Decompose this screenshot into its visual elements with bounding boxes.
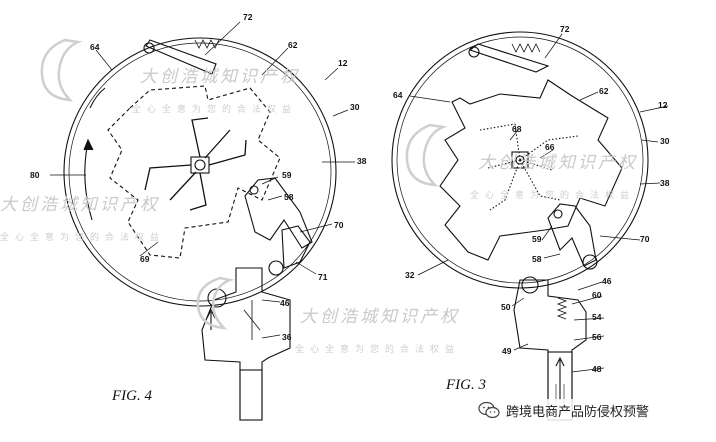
fig4-link-70 [281, 225, 311, 269]
fig3-leaders [409, 33, 669, 373]
fig4-label-59: 59 [282, 170, 292, 180]
fig4-spokes [144, 117, 247, 211]
fig3-label-59: 59 [532, 234, 542, 244]
fig4-leaders [50, 21, 355, 339]
fig3-label-56: 56 [592, 332, 602, 342]
watermark-title-2: 大创浩城知识产权 [0, 195, 160, 215]
fig3-rotor-68 [479, 123, 579, 211]
watermark-logo-2 [405, 123, 448, 187]
fig4-pin-59 [249, 185, 259, 195]
fig3-caption: FIG. 3 [445, 377, 486, 393]
fig4-label-69: 69 [140, 254, 150, 264]
fig4-label-58: 58 [284, 192, 294, 202]
fig3-label-30: 30 [660, 136, 670, 146]
fig4-labels: 72 64 62 12 30 80 38 59 58 70 69 71 46 3… [30, 12, 367, 404]
watermark-logo-3 [196, 276, 235, 330]
fig4-label-64: 64 [90, 42, 100, 52]
fig3-handle-body [513, 279, 587, 421]
fig4-label-62: 62 [288, 40, 298, 50]
fig3-label-64: 64 [393, 90, 403, 100]
fig3-labels: 72 64 62 12 68 66 30 38 59 70 58 32 46 6… [393, 24, 670, 393]
fig3-arm-72 [468, 43, 550, 73]
fig4-hub-center [194, 159, 206, 171]
fig3-spring [511, 43, 541, 53]
fig3-label-66: 66 [545, 142, 555, 152]
fig3-spring-60 [556, 297, 568, 320]
fig4-caption: FIG. 4 [111, 388, 152, 404]
fig4-hub [190, 156, 210, 174]
fig4-label-46: 46 [280, 298, 290, 308]
fig3-hub-center [515, 155, 525, 165]
watermark-logo-1 [40, 38, 83, 102]
watermark-title-4: 大创浩城知识产权 [300, 307, 460, 327]
fig3-label-68: 68 [512, 124, 522, 134]
wechat-icon [478, 401, 500, 419]
watermark-subtitle-2: 全心全意为您的合法权益 [0, 231, 165, 243]
fig3-blade-62 [439, 79, 623, 261]
fig4-lever-58 [244, 177, 313, 249]
fig4-drawing [50, 21, 355, 421]
fig4-arrowhead [83, 138, 94, 151]
fig3-handle-pivot-46 [521, 276, 539, 294]
fig4-label-71: 71 [318, 272, 328, 282]
fig4-label-12: 12 [338, 58, 348, 68]
fig3-housing-outer [391, 31, 649, 289]
fig4-arm-72 [145, 39, 217, 75]
fig3-label-72: 72 [560, 24, 570, 34]
fig4-housing-inner [68, 42, 332, 302]
fig3-pin-59 [553, 209, 563, 219]
watermark-subtitle-1: 全心全意为您的合法权益 [132, 103, 297, 115]
fig3-label-32: 32 [405, 270, 415, 280]
fig4-housing-outer [63, 37, 337, 307]
fig4-label-36: 36 [282, 332, 292, 342]
fig3-label-50: 50 [501, 302, 511, 312]
footer-badge: 跨境电商产品防侵权预警 [474, 399, 654, 421]
fig3-housing-inner [396, 36, 644, 284]
fig3-hub [511, 151, 529, 169]
fig4-label-30: 30 [350, 102, 360, 112]
watermarks: 大创浩城知识产权 全心全意为您的合法权益 大创浩城知识产权 全心全意为您的合法权… [0, 67, 638, 355]
watermark-title-3: 大创浩城知识产权 [478, 153, 638, 173]
fig4-handle-body [201, 267, 291, 421]
fig3-pivot [468, 46, 480, 58]
fig3-label-54: 54 [592, 312, 602, 322]
fig3-label-12: 12 [658, 100, 668, 110]
fig4-up-arrow [206, 308, 216, 330]
fig3-label-62: 62 [599, 86, 609, 96]
fig4-label-80: 80 [30, 170, 40, 180]
fig3-pin-70 [582, 254, 598, 270]
fig3-lever-58 [547, 203, 597, 267]
fig3-label-38: 38 [660, 178, 670, 188]
fig4-pivot [143, 42, 155, 54]
fig4-label-38: 38 [357, 156, 367, 166]
fig4-dashed-blade [107, 85, 281, 259]
fig3-label-58: 58 [532, 254, 542, 264]
fig3-label-70: 70 [640, 234, 650, 244]
watermark-subtitle-4: 全心全意为您的合法权益 [295, 343, 460, 355]
watermark-title-1: 大创浩城知识产权 [140, 67, 300, 87]
footer-text: 跨境电商产品防侵权预警 [506, 404, 650, 420]
fig4-label-72: 72 [243, 12, 253, 22]
fig3-label-49: 49 [502, 346, 512, 356]
fig3-label-48: 48 [592, 364, 602, 374]
fig4-pin-71 [268, 260, 284, 276]
fig4-label-70: 70 [334, 220, 344, 230]
fig3-label-60: 60 [592, 290, 602, 300]
watermark-subtitle-3: 全心全意为您的合法权益 [470, 189, 635, 201]
fig4-grip [239, 369, 263, 421]
fig3-label-46: 46 [602, 276, 612, 286]
fig3-drawing [391, 31, 669, 421]
watermark-logos [40, 38, 448, 330]
fig4-spring [194, 39, 220, 49]
fig3-grip-arrow [555, 356, 565, 400]
